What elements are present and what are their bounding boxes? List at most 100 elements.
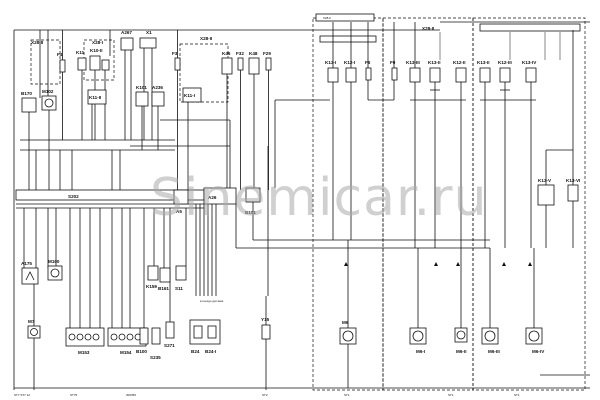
relay-k46	[221, 57, 233, 190]
relay-row-right	[327, 67, 579, 206]
label-k48: K48	[249, 51, 258, 56]
watermark: Sinemicar.ru	[150, 168, 488, 228]
bottom-text-mid2: 300356	[126, 393, 136, 397]
device-s11	[175, 265, 187, 281]
bottom-text-left: ST7 ST7 12	[14, 393, 30, 397]
label-b161: B161	[158, 286, 169, 291]
relay-k11	[77, 57, 87, 140]
label-f3: F3	[172, 51, 178, 56]
label-m6-i: M6-I	[416, 349, 425, 354]
bottom-text-mid1: ST75	[70, 393, 78, 397]
label-a5: A5	[176, 209, 182, 214]
label-a267: A267	[121, 30, 132, 35]
device-k159	[147, 265, 159, 281]
device-m6-i	[409, 248, 427, 345]
label-k13-iv: K13-IV	[522, 60, 537, 65]
wires-a26	[195, 99, 490, 296]
device-a175	[21, 267, 39, 285]
note-sensor: в гнездо датчика	[200, 299, 224, 303]
module-m102	[41, 95, 57, 190]
device-s235	[151, 327, 161, 345]
label-s202: S202	[68, 194, 79, 199]
relay-k11-ii	[87, 89, 107, 140]
relay-k101	[135, 91, 149, 150]
label-s235: S235	[150, 355, 161, 360]
label-f9: F9	[390, 60, 396, 65]
label-k10-ii: K10-II	[90, 48, 103, 53]
label-m6-ii: M6-II	[456, 349, 466, 354]
label-f29: F29	[263, 51, 271, 56]
device-b24	[189, 319, 221, 345]
label-k13-ii: K13-II	[428, 60, 441, 65]
bottom-bus	[14, 374, 590, 389]
module-a26	[203, 187, 237, 205]
label-k13-ii-r: K13-II	[477, 60, 490, 65]
bottom-text-mid3: ST2	[262, 393, 268, 397]
bottom-text-mid5: ST1	[448, 393, 454, 397]
device-m6-iv	[525, 248, 543, 345]
label-f4: F4	[57, 52, 63, 57]
device-m100	[47, 265, 63, 281]
relay-k10	[89, 55, 110, 140]
device-m6-iii	[481, 248, 499, 345]
label-x28-i: X28-I	[92, 40, 103, 45]
fuse-f32	[237, 57, 244, 190]
label-k11-i: K11-I	[184, 93, 195, 98]
label-b24-i: B24-I	[205, 349, 216, 354]
label-f32: F32	[236, 51, 244, 56]
device-s271	[165, 321, 175, 339]
wires-top-left	[39, 30, 111, 98]
label-b170: B170	[21, 91, 32, 96]
label-a236: A236	[152, 85, 163, 90]
module-a5	[173, 189, 189, 205]
device-y15	[261, 296, 271, 390]
label-x28-ii-left: X28-II	[31, 40, 43, 45]
label-s271: S271	[164, 343, 175, 348]
label-k13-v: K13-V	[538, 178, 552, 183]
label-s11: S11	[175, 286, 183, 291]
bottom-text-mid4: ST1	[344, 393, 350, 397]
arrows-right	[344, 262, 532, 266]
label-b101: B101	[245, 210, 256, 215]
label-m6: M6	[342, 320, 349, 325]
label-m100: M100	[48, 259, 60, 264]
label-k12-iii: K12-III	[498, 60, 512, 65]
fuse-f29	[265, 57, 272, 190]
label-m6-iii: M6-III	[488, 349, 500, 354]
label-b100: B100	[136, 349, 147, 354]
label-k159: K159	[146, 284, 157, 289]
section-header: X28-II	[323, 16, 331, 20]
device-b161	[159, 267, 171, 283]
device-b100	[139, 327, 149, 345]
label-m6-iv: M6-IV	[532, 349, 545, 354]
label-k46: K46	[222, 51, 231, 56]
label-x28-ii-right: X28-II	[422, 26, 434, 31]
label-y15: Y15	[261, 317, 270, 322]
fuse-f4	[59, 30, 66, 140]
device-m7	[27, 284, 41, 390]
label-k12-i: K12-I	[344, 60, 355, 65]
module-b170	[21, 97, 37, 190]
wires-left-center	[23, 150, 187, 328]
relay-k48	[248, 57, 260, 190]
a267-block	[120, 37, 134, 140]
label-m7: M7	[28, 319, 35, 324]
label-k11-ii: K11-II	[89, 95, 101, 100]
label-x1: X1	[146, 30, 152, 35]
label-k12-ii: K12-II	[453, 60, 466, 65]
device-m6	[339, 240, 357, 388]
label-k101: K101	[136, 85, 147, 90]
module-a236	[151, 91, 165, 150]
label-m154: M154	[120, 350, 132, 355]
top-frames	[14, 13, 590, 391]
label-k13-i: K13-I	[325, 60, 336, 65]
bottom-text-right: ST1	[514, 393, 520, 397]
device-m6-ii	[454, 248, 468, 343]
device-m153	[65, 327, 105, 347]
label-a26: A26	[208, 195, 217, 200]
label-k11: K11	[76, 50, 85, 55]
wires-right	[332, 22, 574, 248]
label-k13-iii: K13-III	[406, 60, 420, 65]
